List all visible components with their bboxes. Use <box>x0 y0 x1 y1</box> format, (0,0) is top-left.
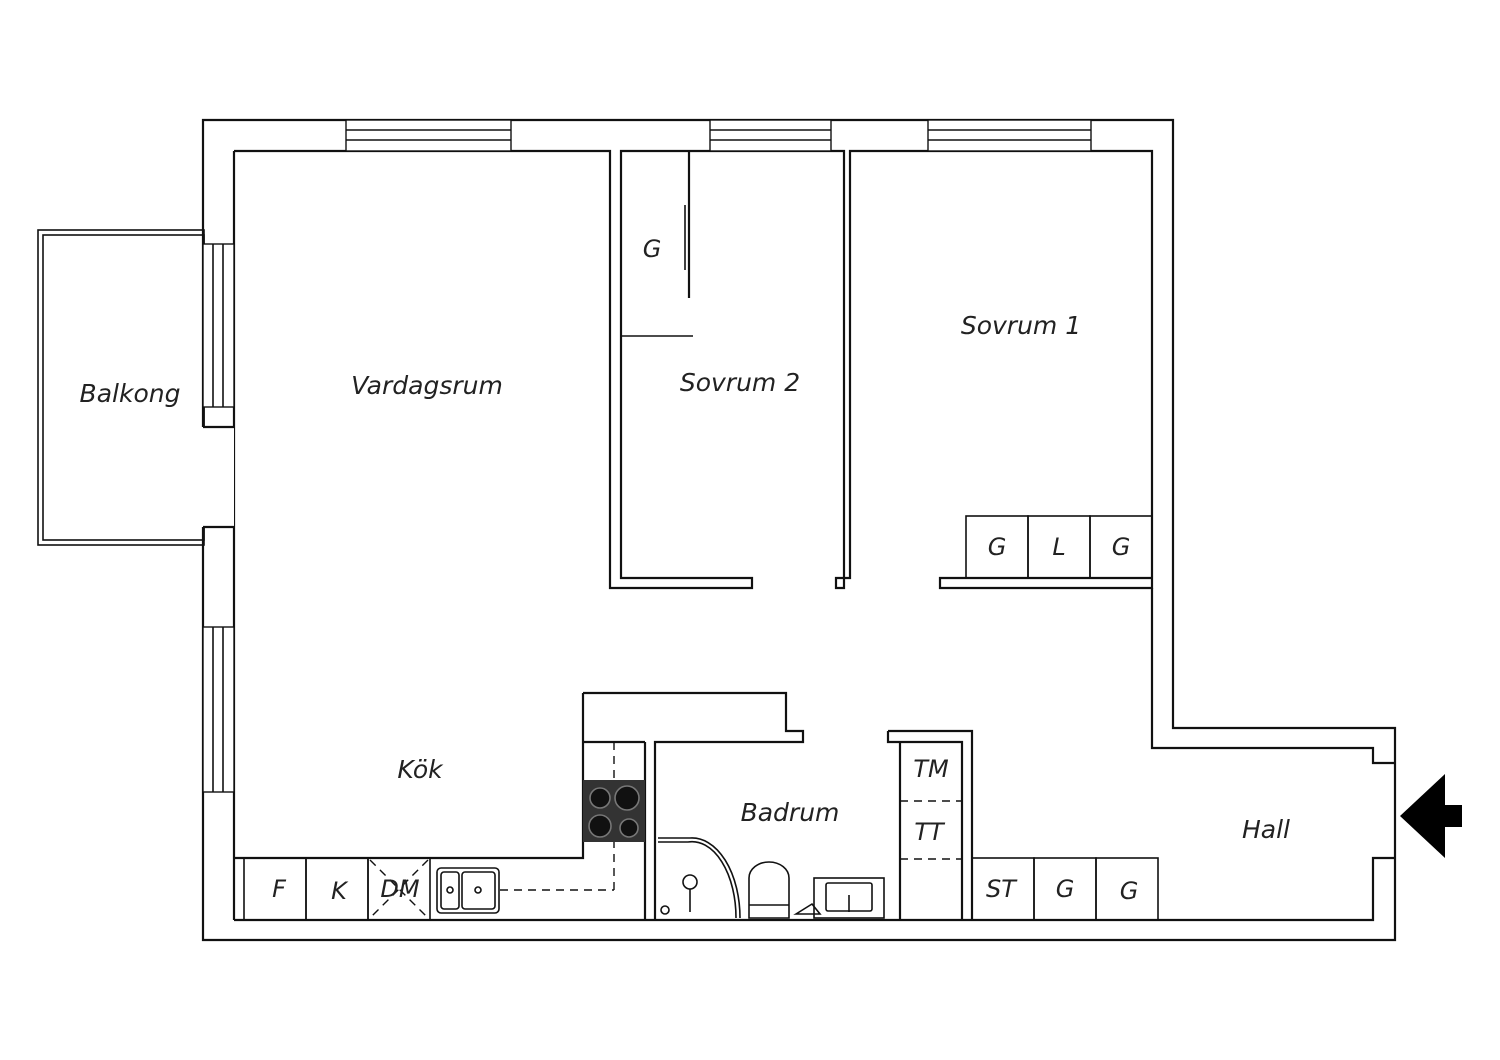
room-label-sovrum-2: Sovrum 2 <box>680 368 800 397</box>
entrance-arrow-icon <box>1400 774 1462 858</box>
sink-icon <box>436 867 500 914</box>
hall-storage <box>971 857 1159 921</box>
balcony-door-opening <box>198 425 234 529</box>
room-label-hall: Hall <box>1242 815 1290 844</box>
room-label-kok: Kök <box>397 755 444 784</box>
room-label-vardagsrum: Vardagsrum <box>351 371 503 400</box>
hall-label-g1: G <box>1056 875 1075 903</box>
room-label-badrum: Badrum <box>741 798 840 827</box>
kitchen-label-dm: DM <box>380 875 419 903</box>
storage-label-g1: G <box>988 533 1007 561</box>
laundry-label-tm: TM <box>913 755 949 783</box>
sovrum1-storage <box>965 515 1153 579</box>
storage-label-g2: G <box>1112 533 1131 561</box>
stove-icon <box>583 780 645 842</box>
hall-label-g2: G <box>1120 877 1139 905</box>
laundry-label-tt: TT <box>914 818 946 846</box>
wardrobe-label: G <box>643 235 662 263</box>
washbasin-icon <box>793 877 885 919</box>
windows <box>202 119 1092 793</box>
room-label-sovrum-1: Sovrum 1 <box>961 311 1081 340</box>
storage-label-l: L <box>1052 533 1065 561</box>
sovrum2-wardrobe <box>621 151 693 337</box>
toilet-icon <box>748 861 790 919</box>
kitchen-label-f: F <box>272 875 287 903</box>
kitchen-label-k: K <box>331 877 349 905</box>
room-label-balkong: Balkong <box>80 379 181 408</box>
hall-label-st: ST <box>986 875 1018 903</box>
shower-icon <box>658 837 741 919</box>
